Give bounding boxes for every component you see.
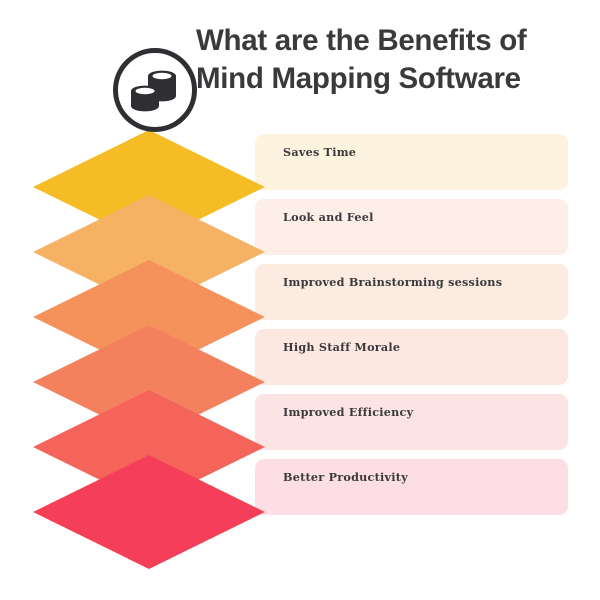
coins-stack-icon <box>131 70 176 112</box>
benefit-row: Better Productivity <box>255 459 568 515</box>
benefit-label: Better Productivity <box>283 470 408 484</box>
benefit-row: High Staff Morale <box>255 329 568 385</box>
page-title: What are the Benefits of Mind Mapping So… <box>196 22 586 98</box>
title-line-1: What are the Benefits of <box>196 24 527 57</box>
benefit-row: Improved Brainstorming sessions <box>255 264 568 320</box>
coins-stack-icon-badge <box>113 48 197 132</box>
benefit-row: Saves Time <box>255 134 568 190</box>
benefit-row: Improved Efficiency <box>255 394 568 450</box>
benefit-label: Improved Efficiency <box>283 405 414 419</box>
benefit-label: Look and Feel <box>283 210 374 224</box>
benefit-row: Look and Feel <box>255 199 568 255</box>
benefit-label: Improved Brainstorming sessions <box>283 275 503 289</box>
benefit-label: High Staff Morale <box>283 340 401 354</box>
title-line-2: Mind Mapping Software <box>196 62 521 95</box>
benefit-label: Saves Time <box>283 145 357 159</box>
